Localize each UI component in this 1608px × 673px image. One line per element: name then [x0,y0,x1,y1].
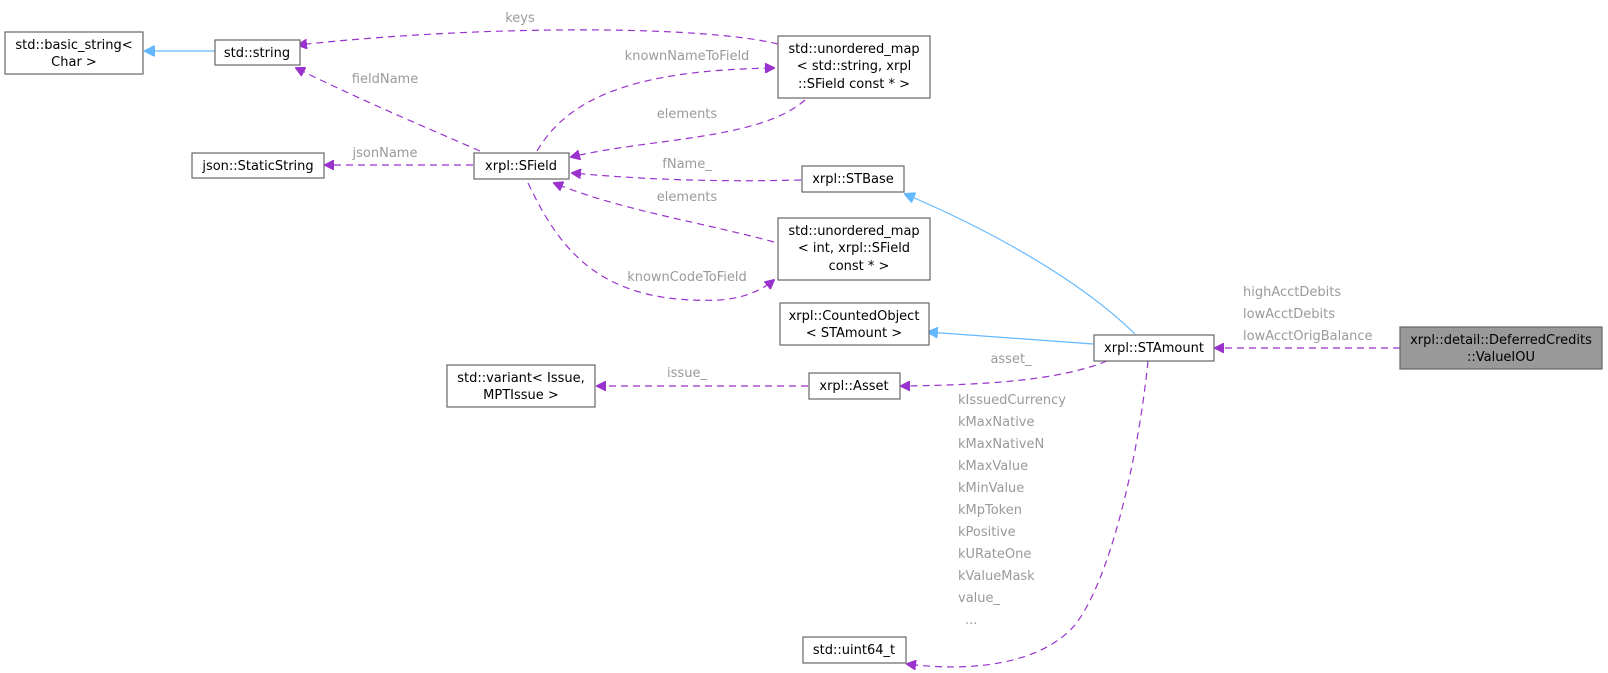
node-stbase[interactable]: xrpl::STBase [801,165,905,193]
node-std-variant[interactable]: std::variant< Issue, MPTIssue > [446,364,596,408]
node-label: xrpl::Asset [819,379,888,394]
node-basic-string[interactable]: std::basic_string< Char > [4,31,144,75]
node-label: std::variant< Issue, [457,371,585,386]
node-label: MPTIssue > [483,388,559,403]
node-label: ::SField const * > [798,77,910,92]
node-uint64[interactable]: std::uint64_t [802,636,907,664]
node-label: std::basic_string< [15,38,132,53]
node-label: std::unordered_map [788,224,919,239]
label-known-code-to-field: knownCodeToField [627,270,747,285]
label-keys: keys [505,11,535,26]
node-sfield[interactable]: xrpl::SField [473,152,570,180]
node-label: json::StaticString [201,159,313,174]
member-label: kMaxValue [958,459,1028,474]
label-issue: issue_ [667,366,707,381]
label-asset: asset_ [990,352,1032,367]
node-label: const * > [829,259,890,274]
member-label: kPositive [958,525,1016,540]
label-elements-bottom: elements [657,190,718,205]
edge-elements-top [571,99,806,157]
node-label: std::string [224,46,290,61]
stamount-member-labels: highAcctDebits lowAcctDebits lowAcctOrig… [1243,285,1373,344]
node-label: xrpl::STBase [812,172,894,187]
edge-fname [572,173,802,182]
label-elements-top: elements [657,107,718,122]
node-label: < std::string, xrpl [797,59,911,74]
edge-asset [901,360,1108,386]
member-label: kMinValue [958,481,1024,496]
member-label: kMaxNative [958,415,1035,430]
member-label: kIssuedCurrency [958,393,1066,408]
node-json-static-string[interactable]: json::StaticString [191,152,325,179]
node-label: ::ValueIOU [1467,350,1535,365]
node-stamount[interactable]: xrpl::STAmount [1093,334,1215,362]
node-label: std::unordered_map [788,42,919,57]
node-label: < int, xrpl::SField [798,241,910,256]
node-std-string[interactable]: std::string [214,39,301,66]
node-label: xrpl::detail::DeferredCredits [1410,333,1592,348]
member-label: highAcctDebits [1243,285,1341,300]
node-label: std::uint64_t [813,643,895,658]
label-known-name-to-field: knownNameToField [625,49,750,64]
node-asset[interactable]: xrpl::Asset [808,372,901,400]
node-unordered-map-int[interactable]: std::unordered_map < int, xrpl::SField c… [777,217,931,281]
member-label: value_ [958,591,1001,606]
label-field-name: fieldName [352,72,418,87]
label-fname: fName_ [662,157,712,172]
node-counted-object[interactable]: xrpl::CountedObject < STAmount > [779,302,930,346]
node-label: < STAmount > [806,326,902,341]
node-value-iou[interactable]: xrpl::detail::DeferredCredits ::ValueIOU [1399,326,1603,370]
edge-elements-bottom [554,183,775,243]
member-label: ... [965,613,977,628]
node-label: Char > [51,55,97,70]
edge-stamount-inherits-counted [928,332,1094,345]
member-label: kURateOne [958,547,1031,562]
member-label: kValueMask [958,569,1035,584]
uint64-member-labels: kIssuedCurrency kMaxNative kMaxNativeN k… [958,393,1066,628]
node-label: xrpl::CountedObject [789,309,920,324]
member-label: kMaxNativeN [958,437,1044,452]
edge-field-name [296,68,481,152]
edge-known-code-to-field [527,182,774,301]
member-label: lowAcctDebits [1243,307,1335,322]
label-json-name: jsonName [352,146,418,161]
edge-stamount-inherits-stbase [905,194,1136,335]
member-label: kMpToken [958,503,1022,518]
node-label: xrpl::STAmount [1104,341,1204,356]
edge-keys [298,29,779,45]
node-label: xrpl::SField [485,159,557,174]
member-label: lowAcctOrigBalance [1243,329,1373,344]
node-unordered-map-string[interactable]: std::unordered_map < std::string, xrpl :… [777,35,931,99]
edge-stamount-uint64 [907,360,1149,667]
edge-known-name-to-field [536,68,774,152]
